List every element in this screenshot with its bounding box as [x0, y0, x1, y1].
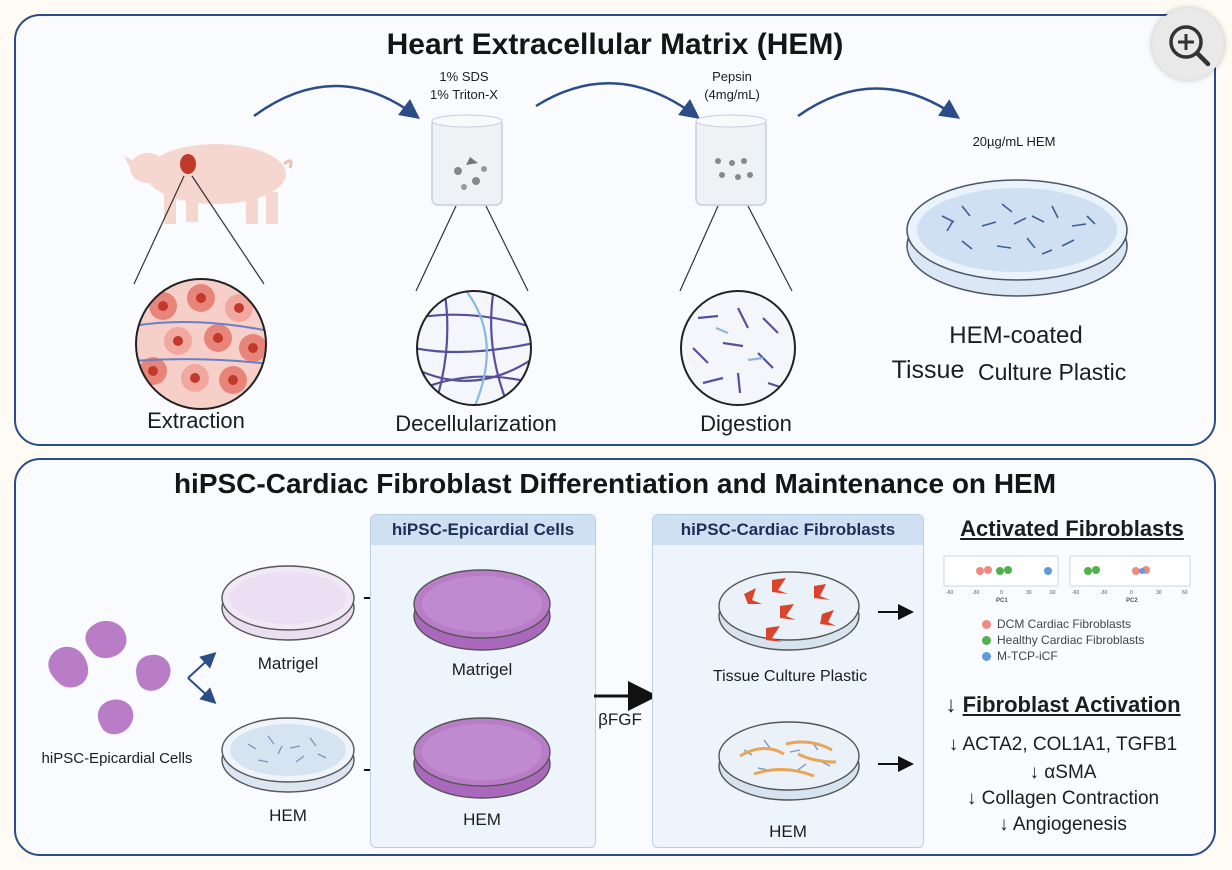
reduced-item: ↓ Angiogenesis [999, 814, 1127, 835]
hem-preparation-panel: Heart Extracellular Matrix (HEM) [14, 14, 1216, 446]
pca-pc1-points [976, 566, 1052, 575]
dish-hem-label: HEM [269, 806, 307, 825]
panel-title: Heart Extracellular Matrix (HEM) [386, 28, 844, 61]
differentiation-panel: hiPSC-Cardiac Fibroblast Differentiation… [14, 458, 1216, 856]
step-extraction: Extraction [147, 408, 245, 433]
reduced-item: ↓ αSMA [1029, 762, 1097, 783]
reduced-item: ↓ Collagen Contraction [966, 788, 1160, 809]
legend-item: Healthy Cardiac Fibroblasts [982, 632, 1144, 648]
pc1-axis-label: PC1 [996, 598, 1008, 604]
box-title: hiPSC-Epicardial Cells [371, 515, 595, 545]
legend-label: DCM Cardiac Fibroblasts [997, 617, 1132, 631]
pc2-tick: 60 [1182, 590, 1188, 596]
pc1-tick: 30 [1026, 590, 1032, 596]
legend-swatch [982, 635, 991, 645]
pc2-tick: 0 [1130, 590, 1133, 596]
legend-swatch [982, 651, 991, 661]
matrigel-dish-cells [413, 569, 551, 651]
down-arrow-icon: ↓ [966, 788, 977, 809]
step-decellularization: Decellularization [395, 411, 557, 436]
hem-dish-empty [221, 717, 355, 793]
down-arrow-icon: ↓ [945, 692, 957, 717]
hem-coated-dish [906, 179, 1128, 297]
reduced-title-row: ↓ Fibroblast Activation [918, 692, 1208, 718]
growth-factor-label: βFGF [598, 710, 642, 729]
result-line1: HEM-coated [949, 322, 1083, 349]
step-digestion: Digestion [700, 411, 792, 436]
heart-icon [180, 154, 196, 174]
hem-concentration: 20µg/mL HEM [972, 134, 1056, 149]
branch-arrows [187, 651, 217, 705]
pca-plots: -60 -30 0 30 60 -60 -30 0 30 60 PC1 PC2 [943, 555, 1191, 604]
hem-dish-cells [413, 717, 551, 799]
pca-legend: DCM Cardiac Fibroblasts Healthy Cardiac … [982, 616, 1144, 664]
reduced-title: Fibroblast Activation [962, 692, 1181, 717]
reagent-2-line1: Pepsin [712, 69, 752, 84]
down-arrow-icon: ↓ [999, 814, 1009, 835]
reduced-item: ↓ ACTA2, COL1A1, TGFB1 [948, 734, 1178, 755]
down-arrow-icon: ↓ [948, 734, 959, 755]
arrow-3 [797, 87, 961, 119]
pc1-tick: -30 [972, 590, 979, 596]
dish-matrigel-label: Matrigel [257, 654, 319, 673]
epicardial-hem-label: HEM [463, 810, 501, 829]
source-cells-label: hiPSC-Epicardial Cells [41, 750, 193, 767]
legend-item: M-TCP-iCF [982, 648, 1144, 664]
arrow-2 [535, 82, 701, 119]
result-line2-a: Tissue [891, 356, 965, 384]
pc2-tick: -30 [1100, 590, 1107, 596]
fib-tcp-label: Tissue Culture Plastic [712, 668, 868, 685]
pc1-tick: 60 [1050, 590, 1056, 596]
flow-arrows [253, 82, 961, 119]
fragments-magnified [680, 290, 796, 406]
legend-label: Healthy Cardiac Fibroblasts [997, 633, 1145, 647]
beaker-digestion [695, 114, 767, 206]
pc2-tick: -60 [1072, 590, 1079, 596]
legend-item: DCM Cardiac Fibroblasts [982, 616, 1144, 632]
pc2-tick: 30 [1156, 590, 1162, 596]
arrow-1 [253, 84, 421, 119]
pc1-tick: 0 [1000, 590, 1003, 596]
epicardial-matrigel-label: Matrigel [451, 660, 513, 679]
legend-swatch [982, 619, 991, 629]
arrows-to-results [878, 604, 914, 772]
bfgf-arrow [594, 681, 658, 711]
fibers-magnified [416, 290, 532, 406]
result-line2-b: Culture Plastic [978, 359, 1127, 385]
epicardial-cells-illustration [48, 620, 171, 735]
reagent-1-line2: 1% Triton-X [430, 87, 498, 102]
down-arrow-icon: ↓ [1029, 762, 1040, 783]
zoom-in-icon [1169, 25, 1211, 67]
box-title: hiPSC-Cardiac Fibroblasts [653, 515, 923, 545]
pc2-axis-label: PC2 [1126, 598, 1138, 604]
matrigel-dish-empty [221, 565, 355, 641]
cells-magnified [135, 278, 267, 410]
zoom-lines [133, 175, 793, 292]
panel-title: hiPSC-Cardiac Fibroblast Differentiation… [173, 468, 1057, 499]
legend-label: M-TCP-iCF [997, 649, 1058, 663]
tcp-dish-fibroblasts [718, 571, 860, 651]
hem-dish-fibroblasts [718, 721, 860, 801]
fib-hem-label: HEM [769, 822, 807, 841]
pca-pc2-points [1084, 566, 1150, 575]
pc1-tick: -60 [946, 590, 953, 596]
reagent-1-line1: 1% SDS [439, 69, 489, 84]
activated-title: Activated Fibroblasts [960, 516, 1184, 541]
zoom-in-button[interactable] [1152, 8, 1224, 80]
beaker-decellularization [431, 114, 503, 206]
reagent-2-line2: (4mg/mL) [704, 87, 760, 102]
